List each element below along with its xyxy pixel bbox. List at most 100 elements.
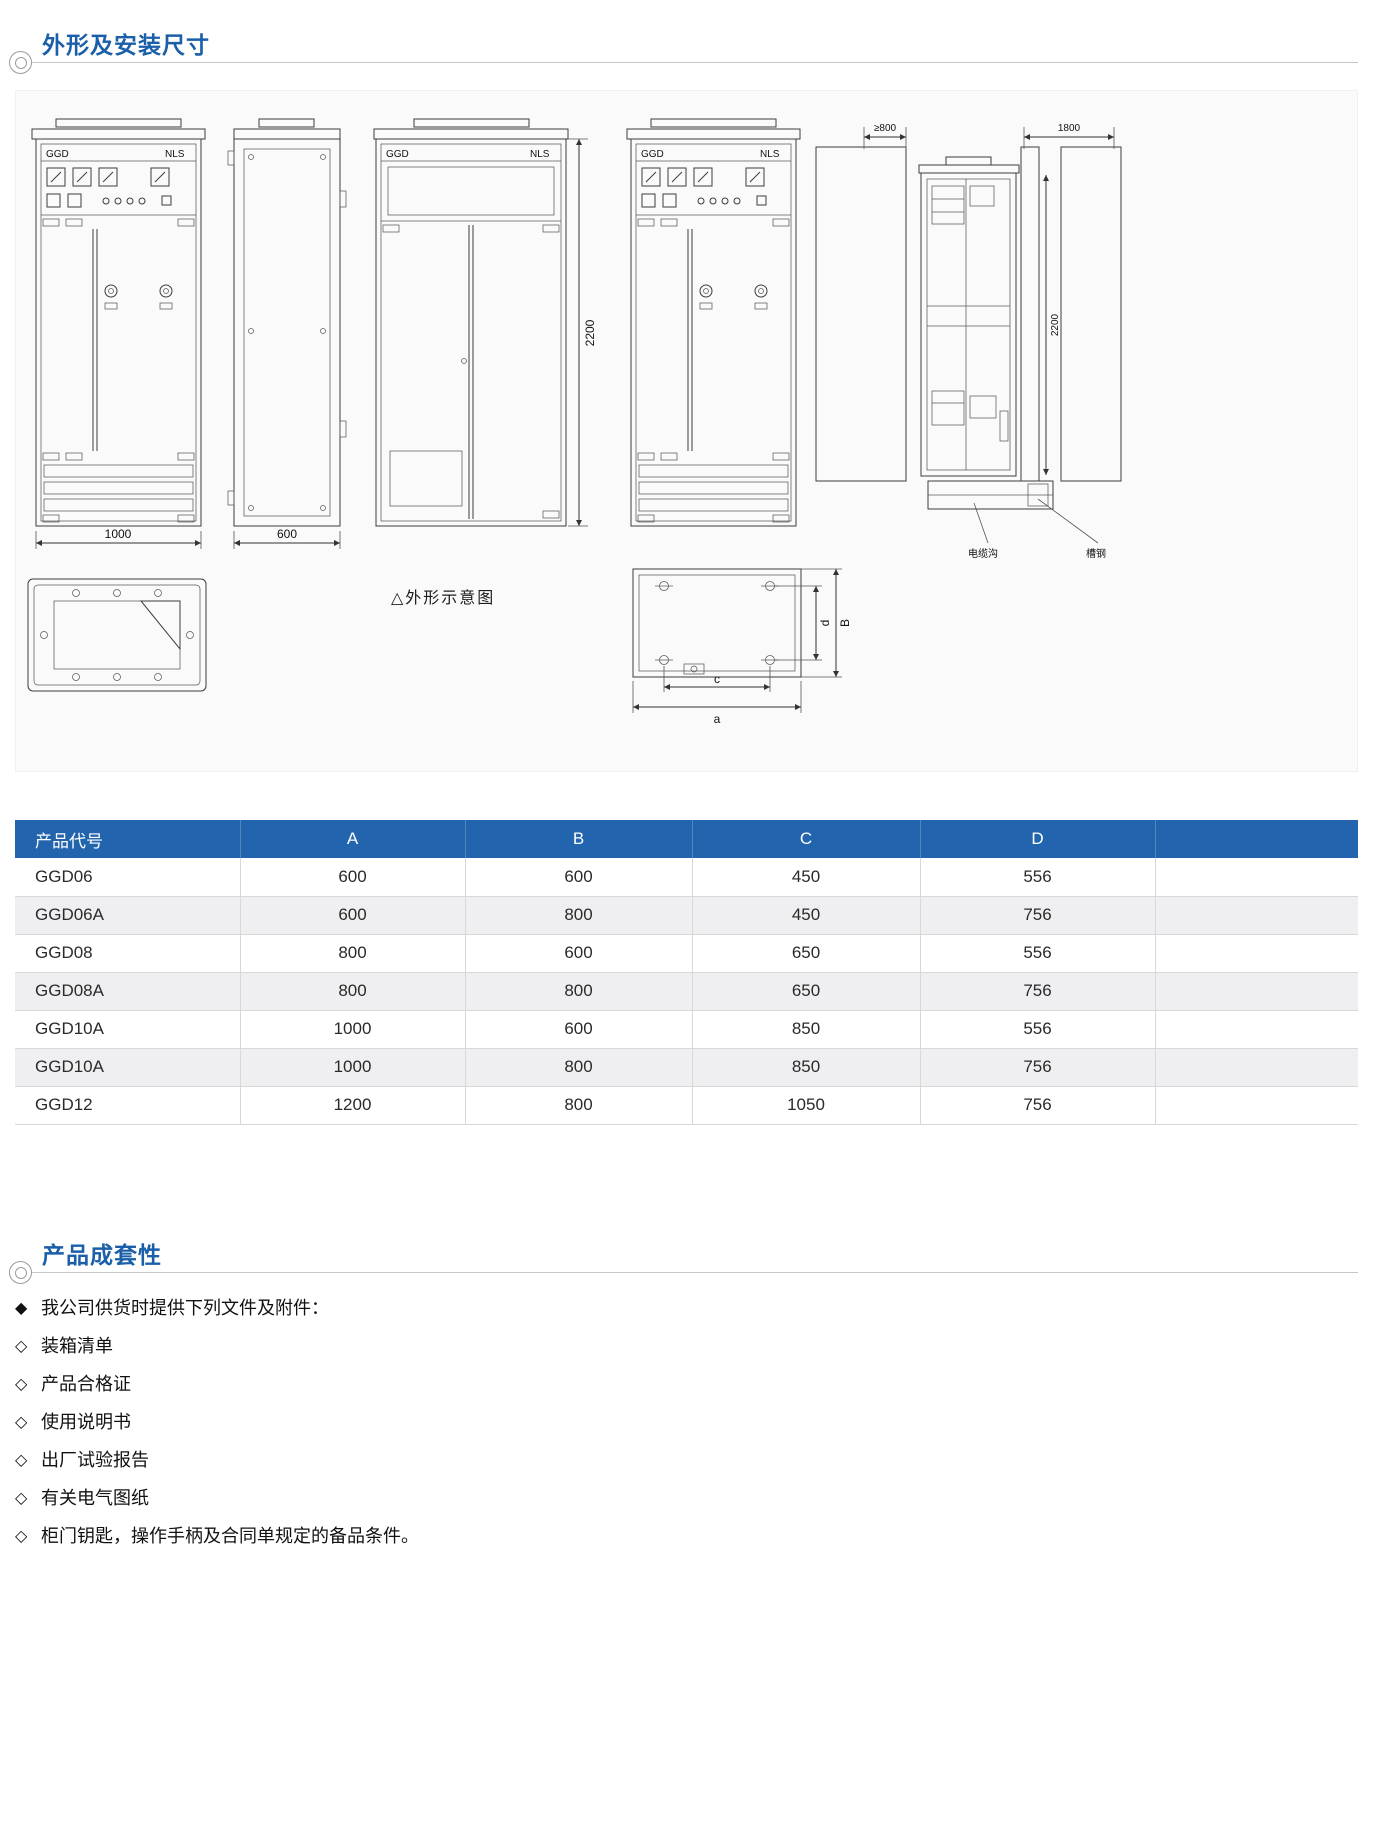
cell-empty — [1154, 858, 1358, 897]
label-cable-trench: 电缆沟 — [968, 547, 998, 560]
cell-empty — [1154, 1048, 1358, 1087]
header-b: B — [464, 820, 692, 858]
cell-a: 1000 — [239, 1048, 465, 1087]
dim-install-height-2200: 2200 — [1050, 313, 1061, 336]
hollow-diamond-icon: ◇ — [15, 1414, 28, 1431]
cabinet-label-nls: NLS — [530, 149, 550, 160]
cell-empty — [1154, 972, 1358, 1011]
section-title-dimensions: 外形及安装尺寸 — [42, 32, 210, 58]
cell-c: 650 — [691, 934, 920, 973]
cell-product-code: GGD10A — [15, 1048, 240, 1087]
cell-b: 600 — [464, 858, 692, 897]
drawing-front-view-2: GGD NLS 2200 — [373, 118, 597, 527]
cell-a: 600 — [239, 858, 465, 897]
table-row: GGD06A 600 800 450 756 — [15, 896, 1358, 935]
cell-a: 1000 — [239, 1010, 465, 1049]
cell-c: 650 — [691, 972, 920, 1011]
cell-b: 600 — [464, 1010, 692, 1049]
header-c: C — [691, 820, 920, 858]
cell-c: 450 — [691, 858, 920, 897]
drawing-front-view-3: GGD NLS — [626, 118, 801, 527]
hollow-diamond-icon: ◇ — [15, 1338, 28, 1355]
cell-d: 556 — [919, 1010, 1155, 1049]
cell-a: 800 — [239, 972, 465, 1011]
dimension-table: 产品代号 A B C D GGD06 600 600 450 556 GGD06… — [15, 820, 1358, 1125]
supply-list-item: ◇ 出厂试验报告 — [15, 1448, 1215, 1473]
dim-plan-d: d — [818, 620, 832, 627]
header-empty — [1154, 820, 1358, 858]
cell-empty — [1154, 1010, 1358, 1049]
supply-item-text: 有关电气图纸 — [41, 1488, 149, 1508]
section-ring-icon — [9, 1261, 32, 1284]
drawing-mounting-plan: c a d B — [632, 568, 852, 726]
header-d: D — [919, 820, 1155, 858]
section-ring-inner-icon — [14, 1266, 27, 1279]
cabinet-label-ggd: GGD — [641, 149, 664, 160]
table-row: GGD10A 1000 800 850 756 — [15, 1048, 1358, 1087]
section-dimensions-head: 外形及安装尺寸 — [0, 26, 1373, 96]
dim-plan-c: c — [714, 672, 720, 686]
cell-b: 800 — [464, 1086, 692, 1125]
supply-item-text: 产品合格证 — [41, 1374, 131, 1394]
dim-plan-a: a — [714, 712, 721, 726]
table-row: GGD08 800 600 650 556 — [15, 934, 1358, 973]
table-row: GGD06 600 600 450 556 — [15, 858, 1358, 897]
header-product-code: 产品代号 — [15, 820, 240, 858]
supply-list-item: ◇ 产品合格证 — [15, 1372, 1215, 1397]
hollow-diamond-icon: ◇ — [15, 1376, 28, 1393]
table-row: GGD08A 800 800 650 756 — [15, 972, 1358, 1011]
drawing-side-view: 600 — [227, 118, 347, 549]
supply-item-text: 柜门钥匙，操作手柄及合同单规定的备品条件。 — [41, 1526, 419, 1546]
dim-wall-clearance: ≥800 — [874, 123, 897, 134]
drawing-installation-view: 电缆沟 槽钢 ≥800 1800 2200 — [815, 123, 1122, 560]
dim-depth-1800: 1800 — [1058, 123, 1081, 134]
cabinet-label-ggd: GGD — [46, 149, 69, 160]
cell-d: 756 — [919, 972, 1155, 1011]
cell-product-code: GGD08 — [15, 934, 240, 973]
diagram-caption: △外形示意图 — [391, 588, 495, 607]
supply-list-item: ◇ 装箱清单 — [15, 1334, 1215, 1359]
filled-diamond-icon: ◆ — [15, 1300, 28, 1317]
cell-product-code: GGD08A — [15, 972, 240, 1011]
drawing-front-view-1: GGD NLS — [31, 118, 206, 549]
supply-section: ◆ 我公司供货时提供下列文件及附件： ◇ 装箱清单 ◇ 产品合格证 ◇ 使用说明… — [15, 1296, 1215, 1562]
cabinet-label-nls: NLS — [165, 149, 185, 160]
hollow-diamond-icon: ◇ — [15, 1452, 28, 1469]
section-completeness-head: 产品成套性 — [0, 1236, 1373, 1306]
drawing-base-frame — [27, 578, 207, 692]
cell-d: 556 — [919, 934, 1155, 973]
cell-a: 800 — [239, 934, 465, 973]
cell-c: 850 — [691, 1048, 920, 1087]
dim-depth-600: 600 — [277, 527, 297, 541]
section-title-completeness: 产品成套性 — [42, 1242, 162, 1268]
cell-d: 756 — [919, 1048, 1155, 1087]
cell-c: 850 — [691, 1010, 920, 1049]
cell-c: 450 — [691, 896, 920, 935]
dim-width-1000: 1000 — [105, 527, 132, 541]
cell-empty — [1154, 1086, 1358, 1125]
dim-height-2200: 2200 — [583, 319, 597, 346]
cell-empty — [1154, 934, 1358, 973]
cell-b: 800 — [464, 1048, 692, 1087]
dim-plan-b: B — [838, 619, 852, 627]
cell-d: 756 — [919, 1086, 1155, 1125]
outline-diagram-svg: GGD NLS — [27, 118, 1122, 726]
hollow-diamond-icon: ◇ — [15, 1528, 28, 1545]
hollow-diamond-icon: ◇ — [15, 1490, 28, 1507]
table-row: GGD10A 1000 600 850 556 — [15, 1010, 1358, 1049]
label-channel-steel: 槽钢 — [1086, 547, 1106, 560]
supply-intro: ◆ 我公司供货时提供下列文件及附件： — [15, 1296, 1215, 1321]
table-header-row: 产品代号 A B C D — [15, 820, 1358, 858]
cell-b: 800 — [464, 896, 692, 935]
cabinet-label-ggd: GGD — [386, 149, 409, 160]
cell-product-code: GGD06 — [15, 858, 240, 897]
cabinet-label-nls: NLS — [760, 149, 780, 160]
cell-product-code: GGD06A — [15, 896, 240, 935]
supply-item-text: 出厂试验报告 — [41, 1450, 149, 1470]
cell-a: 600 — [239, 896, 465, 935]
supply-list-item: ◇ 柜门钥匙，操作手柄及合同单规定的备品条件。 — [15, 1524, 1215, 1549]
cell-empty — [1154, 896, 1358, 935]
section-rule — [30, 1272, 1358, 1273]
cell-c: 1050 — [691, 1086, 920, 1125]
